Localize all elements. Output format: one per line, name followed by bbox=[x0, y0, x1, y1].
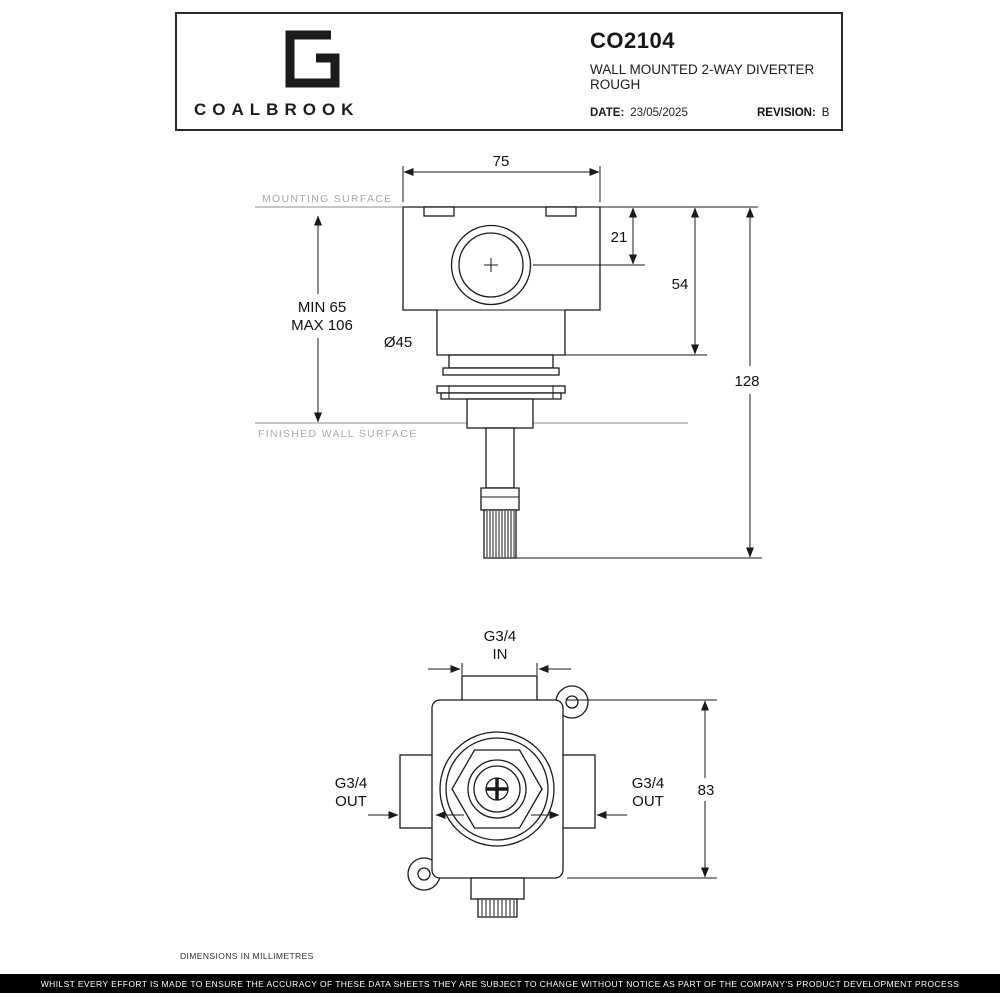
inlet-label-line2: IN bbox=[493, 646, 508, 663]
stem bbox=[485, 427, 515, 489]
revision-label: REVISION: bbox=[757, 107, 816, 119]
dim21-text: 21 bbox=[611, 229, 628, 246]
top-plug-right bbox=[545, 206, 577, 217]
mounting-surface-label: MOUNTING SURFACE bbox=[262, 193, 392, 205]
product-code: CO2104 bbox=[590, 28, 675, 53]
coalbrook-logo-icon bbox=[285, 30, 340, 88]
top-plug-left bbox=[423, 206, 455, 217]
wall-plate-upper bbox=[436, 385, 566, 394]
cartridge-nut bbox=[448, 354, 554, 369]
sleeve bbox=[466, 398, 534, 429]
finished-wall-label: FINISHED WALL SURFACE bbox=[258, 428, 418, 440]
dim75-text: 75 bbox=[493, 153, 510, 170]
max-depth-text: MAX 106 bbox=[291, 317, 353, 334]
side-view: MOUNTING SURFACE FINISHED WALL SURFACE bbox=[255, 153, 762, 559]
date-value: 23/05/2025 bbox=[630, 107, 688, 119]
front-view: G3/4 IN G3/4 OUT G3/4 OUT 83 bbox=[335, 628, 717, 918]
date-row: DATE: 23/05/2025 bbox=[590, 107, 688, 119]
sleeve-diameter-text: Ø45 bbox=[384, 334, 412, 351]
product-name-line2: ROUGH bbox=[590, 77, 641, 92]
dim83-text: 83 bbox=[698, 782, 715, 799]
outlet-left-label-line2: OUT bbox=[335, 793, 367, 810]
wall-plate-lower bbox=[440, 392, 562, 400]
title-block: COALBROOK CO2104 WALL MOUNTED 2-WAY DIVE… bbox=[175, 12, 843, 131]
outlet-left-label-line1: G3/4 bbox=[335, 775, 368, 792]
bottom-stub bbox=[470, 877, 525, 900]
dim128-text: 128 bbox=[734, 373, 759, 390]
revision-row: REVISION: B bbox=[757, 107, 829, 119]
outlet-boss-right bbox=[560, 754, 596, 829]
dim54-text: 54 bbox=[672, 276, 689, 293]
revision-value: B bbox=[821, 107, 830, 119]
product-name-line1: WALL MOUNTED 2-WAY DIVERTER bbox=[590, 62, 815, 77]
stem-coupler bbox=[480, 487, 520, 511]
ear-hole-bottom bbox=[417, 867, 431, 881]
outlet-right-label-line1: G3/4 bbox=[632, 775, 665, 792]
date-label: DATE: bbox=[590, 107, 625, 119]
outlet-boss-left bbox=[399, 754, 435, 829]
units-note: DIMENSIONS IN MILLIMETRES bbox=[180, 951, 314, 961]
product-name: WALL MOUNTED 2-WAY DIVERTER ROUGH bbox=[590, 62, 814, 92]
footer-disclaimer-text: WHILST EVERY EFFORT IS MADE TO ENSURE TH… bbox=[40, 978, 960, 989]
outlet-right-label-line2: OUT bbox=[632, 793, 664, 810]
spline-hatch bbox=[486, 511, 515, 557]
footer-disclaimer-bar: WHILST EVERY EFFORT IS MADE TO ENSURE TH… bbox=[0, 974, 1000, 993]
inlet-stub bbox=[461, 675, 538, 703]
min-depth-text: MIN 65 bbox=[298, 299, 346, 316]
cartridge-ring bbox=[442, 367, 560, 376]
ear-hole-top bbox=[565, 695, 579, 709]
brand-name: COALBROOK bbox=[194, 100, 360, 119]
inlet-label-line1: G3/4 bbox=[484, 628, 517, 645]
bottom-thread-hatch bbox=[481, 900, 515, 916]
